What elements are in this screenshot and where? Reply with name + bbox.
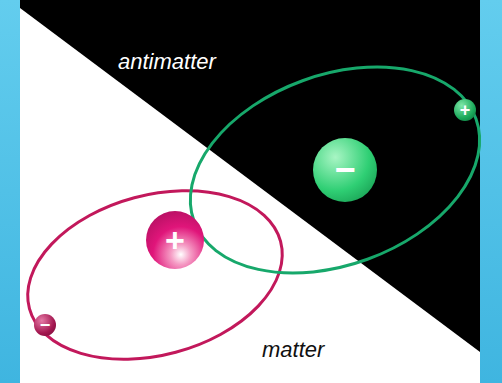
proton-nucleus: +	[146, 211, 204, 269]
positron: +	[454, 99, 476, 121]
white-panel	[20, 0, 480, 383]
black-region	[20, 0, 480, 352]
matter-orbit	[9, 164, 302, 383]
antiproton-nucleus: −	[313, 138, 377, 202]
antimatter-label: antimatter	[118, 50, 216, 74]
electron: −	[34, 314, 56, 336]
charge-sign: −	[40, 316, 51, 334]
charge-sign: +	[460, 101, 471, 119]
charge-sign: −	[334, 152, 355, 188]
charge-sign: +	[165, 223, 185, 257]
matter-label: matter	[262, 338, 324, 362]
